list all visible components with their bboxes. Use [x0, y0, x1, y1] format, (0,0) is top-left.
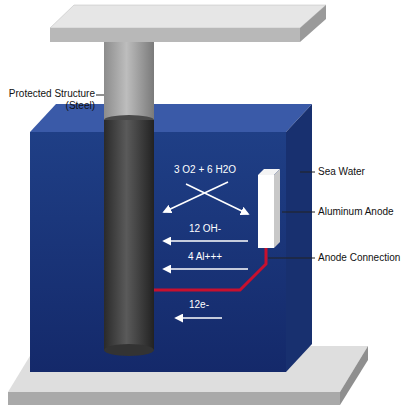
- anode-side: [274, 169, 280, 248]
- electron-label: 12e-: [189, 299, 209, 311]
- deck-front: [50, 28, 300, 42]
- steel-pile-in-water: [104, 120, 154, 350]
- water-side: [286, 104, 312, 372]
- callout-label: Aluminum Anode: [318, 206, 394, 218]
- deck-top: [50, 5, 326, 28]
- aluminum-ion-arrow: [164, 268, 248, 270]
- callout-label: Anode Connection: [318, 252, 400, 264]
- reaction-formula: 3 O2 + 6 H2O: [174, 164, 236, 176]
- water-front: [30, 132, 286, 372]
- aluminum-anode: [258, 175, 274, 248]
- leader-line: [96, 95, 104, 96]
- structure-label: Protected Structure (Steel): [3, 88, 95, 112]
- leader-line: [268, 258, 315, 259]
- electron-flow-arrow: [176, 317, 222, 319]
- ion-label: 12 OH-: [189, 223, 221, 235]
- ion-label: 4 Al+++: [188, 251, 222, 263]
- leader-line: [282, 212, 315, 213]
- callout-label: Sea Water: [318, 166, 365, 178]
- deck-side: [300, 5, 326, 42]
- floor-front: [8, 392, 340, 405]
- reaction-arrow: [186, 184, 248, 214]
- leader-line: [300, 172, 315, 173]
- steel-pile-above-water: [104, 42, 154, 120]
- pile-bottom: [104, 344, 154, 356]
- hydroxide-arrow: [164, 240, 248, 242]
- reaction-arrow: [164, 182, 228, 212]
- floor-side: [340, 346, 368, 405]
- anode-connection-wire: [154, 248, 266, 290]
